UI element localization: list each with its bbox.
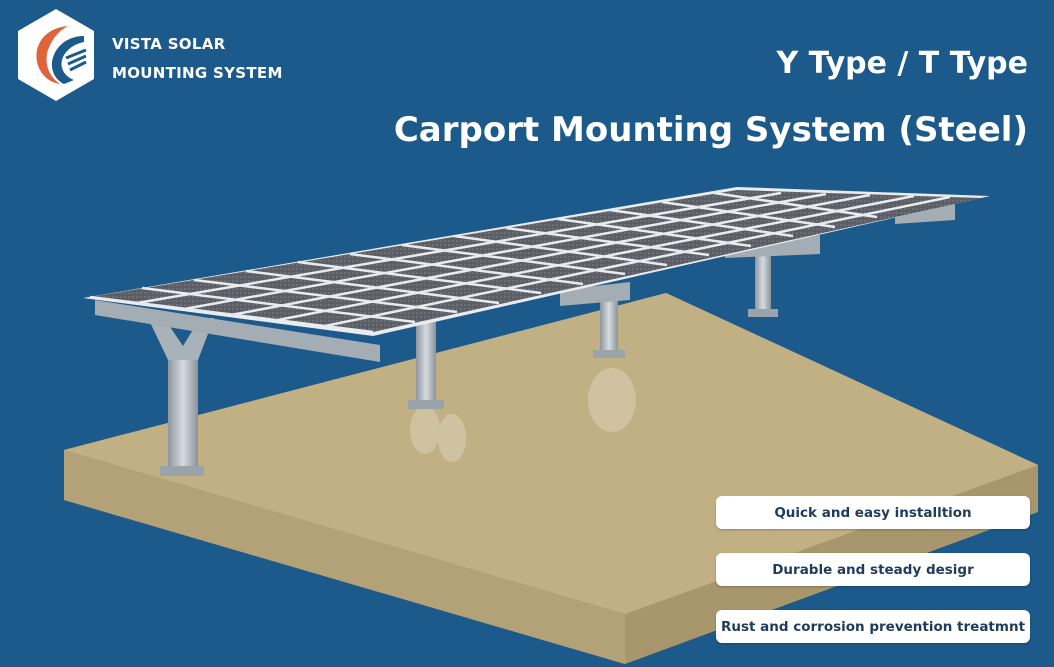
post-shadows xyxy=(410,368,636,462)
vista-logo-icon xyxy=(18,9,94,101)
steel-posts xyxy=(148,254,778,476)
headline-title: Carport Mounting System (Steel) xyxy=(393,110,1028,150)
brand-name: VISTA SOLAR MOUNTING SYSTEM xyxy=(112,30,283,88)
feature-rust-prevention: Rust and corrosion prevention treatmnt xyxy=(716,610,1030,643)
feature-list: Quick and easy installtion Durable and s… xyxy=(716,496,1030,667)
feature-quick-installation: Quick and easy installtion xyxy=(716,496,1030,529)
brand-line-1: VISTA SOLAR xyxy=(112,35,226,53)
feature-durable-design: Durable and steady desigr xyxy=(716,553,1030,586)
brand-line-2: MOUNTING SYSTEM xyxy=(112,64,283,82)
solar-panel-roof xyxy=(83,187,990,336)
headline-type: Y Type / T Type xyxy=(776,46,1028,81)
